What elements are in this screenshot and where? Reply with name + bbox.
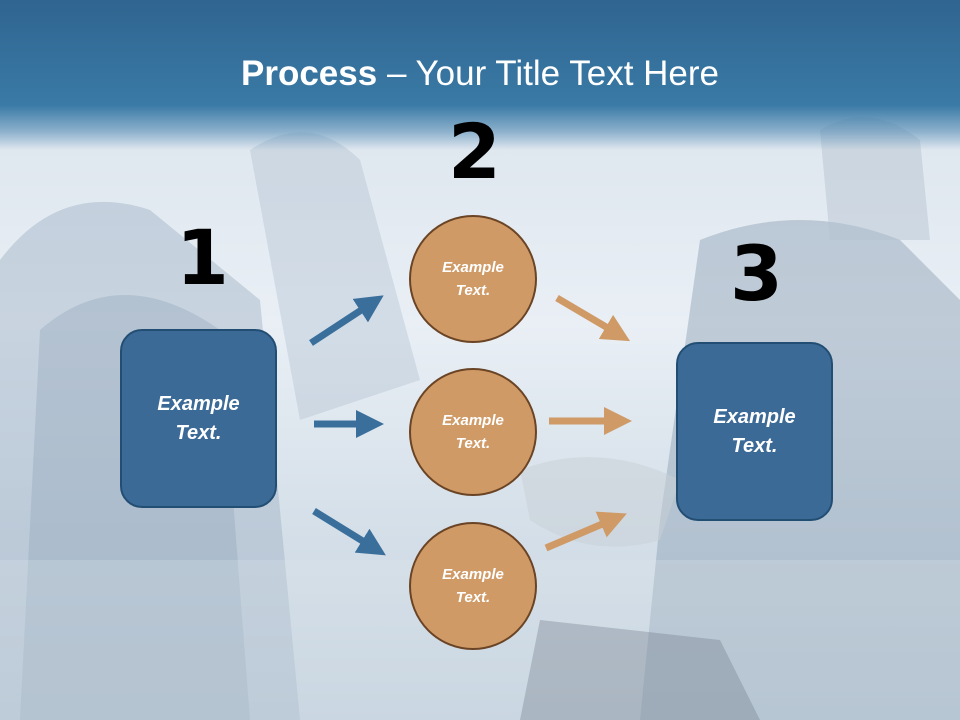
title-rest: – Your Title Text Here [377, 54, 719, 93]
arrow-box-to-top [309, 295, 384, 346]
step-number-2: 2 [448, 107, 501, 196]
arrow-bottom-to-right [544, 511, 627, 552]
title-bar [0, 0, 960, 150]
step-number-3: 3 [730, 229, 783, 318]
title-bold: Process [241, 54, 378, 93]
slide-title: Process – Your Title Text Here [0, 54, 960, 94]
arrow-top-to-right [555, 294, 631, 342]
arrow-box-to-bottom [312, 508, 386, 556]
step-number-1: 1 [176, 213, 229, 302]
